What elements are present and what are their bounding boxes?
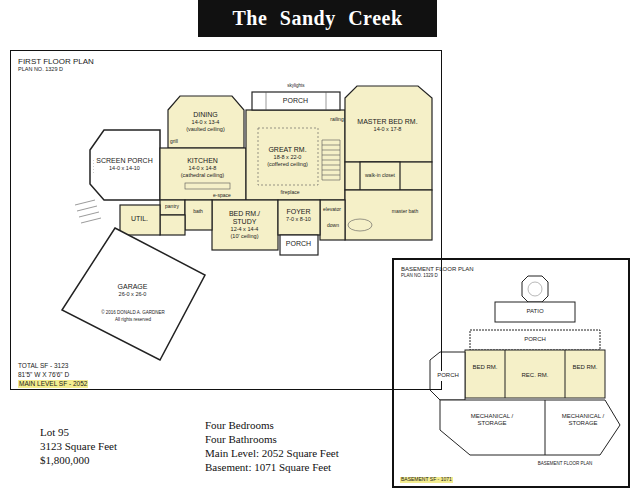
panel-heading: BASEMENT FLOOR PLAN [401, 266, 621, 273]
room-name: DINING [186, 111, 225, 119]
room-label: REC. RM. [520, 371, 551, 380]
plan-note: e-space [213, 193, 231, 199]
room-label: PORCH [522, 335, 548, 344]
room-label: MECHANICAL / STORAGE [466, 412, 518, 428]
room-name: PORCH [437, 372, 459, 379]
title-text: The Sandy Creek [232, 7, 402, 30]
room-name: KITCHEN [181, 157, 224, 165]
room-label: BED RM./ STUDY12-4 x 14-4(10' ceiling) [222, 209, 268, 240]
plan-panel: BASEMENT FLOOR PLANPLAN NO. 1329 DPATIOP… [392, 258, 630, 488]
room-name: BED RM. [572, 364, 597, 371]
listing-detail: Four Bathrooms [205, 433, 277, 446]
room-name: UTIL. [131, 215, 148, 223]
room-name: REC. RM. [522, 372, 549, 379]
room-label: GARAGE26-0 x 26-0 [116, 282, 150, 299]
plan-note: skylights [287, 83, 304, 88]
plan-note: All rights reserved [115, 317, 151, 322]
room-dimension: 12-4 x 14-4 [224, 226, 266, 232]
room-name: GARAGE [118, 283, 148, 291]
room-dimension: 14-0 x 13-4 [186, 119, 225, 125]
plan-note: bath [193, 209, 203, 215]
room-label: PORCH [281, 96, 310, 106]
plan-note: walk-in closet [365, 173, 395, 179]
room-name: MECHANICAL / STORAGE [468, 413, 516, 427]
listing-detail: Basement: 1071 Square Feet [205, 461, 331, 474]
room-label: MECHANICAL / STORAGE [557, 412, 609, 428]
plan-note: pantry [165, 204, 179, 210]
listing-detail: 3123 Square Feet [40, 440, 117, 453]
room-name: BED RM. [472, 364, 497, 371]
room-name: PORCH [286, 240, 311, 248]
title-band: The Sandy Creek [198, 0, 437, 37]
room-label: SCREEN PORCH14-0 x 14-10 [94, 156, 154, 173]
room-name: MASTER BED RM. [357, 118, 417, 126]
room-label: PATIO [524, 307, 545, 316]
room-label: DINING14-0 x 13-4(vaulted ceiling) [184, 110, 227, 133]
plan-note: fireplace [281, 190, 300, 196]
plan-note: grill [170, 139, 178, 145]
plan-panel: FIRST FLOOR PLANPLAN NO. 1329 D PORCH DINI… [10, 50, 442, 390]
room-name: BED RM./ STUDY [224, 210, 266, 227]
listing-detail: Four Bedrooms [205, 419, 274, 432]
plan-number: PLAN NO. 1329 D [401, 273, 621, 278]
room-label: GREAT RM.18-8 x 22-0(coffered ceiling) [265, 145, 310, 168]
plan-note: 81'5" W X 76'6" D [18, 371, 69, 378]
plan-note: MAIN LEVEL SF - 2052 [18, 380, 88, 387]
listing-detail: Lot 95 [40, 426, 69, 439]
room-name: PATIO [526, 308, 543, 315]
room-label: BED RM. [570, 363, 599, 372]
room-dimension: (cathedral ceiling) [181, 172, 224, 178]
room-label: MASTER BED RM.14-0 x 17-8 [355, 117, 419, 134]
room-name: SCREEN PORCH [96, 157, 152, 165]
room-dimension: (vaulted ceiling) [186, 126, 225, 132]
room-dimension: 14-0 x 14-8 [181, 165, 224, 171]
plan-note: master bath [392, 209, 418, 215]
room-label: PORCH [435, 371, 461, 380]
room-dimension: (10' ceiling) [224, 233, 266, 239]
plan-note: TOTAL SF - 3123 [18, 362, 68, 369]
room-name: PORCH [524, 336, 546, 343]
room-label: FOYER7-0 x 8-10 [284, 207, 313, 224]
listing-detail: $1,800,000 [40, 454, 90, 467]
room-dimension: 14-0 x 17-8 [357, 126, 417, 132]
room-name: MECHANICAL / STORAGE [559, 413, 607, 427]
plan-note: railing [330, 117, 343, 123]
room-name: FOYER [286, 208, 311, 216]
room-dimension: 14-0 x 14-10 [96, 165, 152, 171]
room-name: GREAT RM. [267, 146, 308, 154]
plan-note: elevator [323, 207, 341, 213]
room-name: PORCH [283, 97, 308, 105]
room-label: KITCHEN14-0 x 14-8(cathedral ceiling) [179, 156, 226, 179]
panel-heading: FIRST FLOOR PLAN [18, 57, 434, 66]
room-label: BED RM. [470, 363, 499, 372]
plan-note: © 2016 DONALD A. GARDNER [101, 310, 165, 315]
listing-detail: Main Level: 2052 Square Feet [205, 447, 339, 460]
room-label: PORCH [284, 239, 313, 249]
room-dimension: 26-0 x 26-0 [118, 291, 148, 297]
room-dimension: 18-8 x 22-0 [267, 154, 308, 160]
plan-note: BASEMENT FLOOR PLAN [538, 461, 592, 466]
plan-note: BASEMENT SF - 1071 [400, 477, 453, 483]
room-label: UTIL. [129, 214, 150, 224]
plan-number: PLAN NO. 1329 D [18, 66, 434, 72]
room-dimension: 7-0 x 8-10 [286, 216, 311, 222]
plan-note: down [327, 223, 339, 229]
room-dimension: (coffered ceiling) [267, 161, 308, 167]
